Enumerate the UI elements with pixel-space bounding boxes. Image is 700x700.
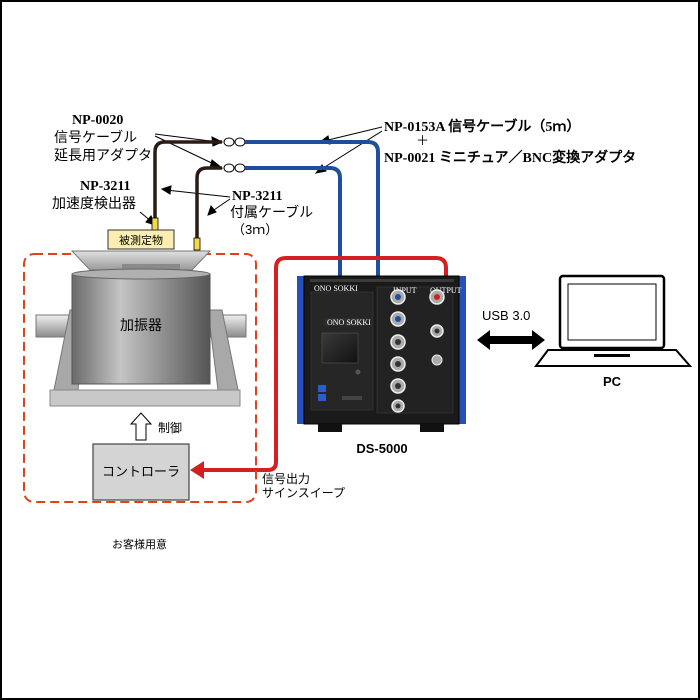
pc-label: PC — [603, 374, 622, 389]
np0020-line2-label: 延長用アダプタ — [54, 147, 152, 163]
device-output-label: OUTPUT — [430, 286, 462, 295]
signal-output-label: 信号出力 — [262, 472, 310, 486]
device-name-label: DS-5000 — [356, 441, 407, 456]
np3211-sensor-desc-label: 加速度検出器 — [52, 195, 136, 211]
red-arrow-left-icon — [190, 461, 204, 479]
controller-label: コントローラ — [102, 464, 180, 479]
np0153-label: NP-0153A 信号ケーブル（5ｍ） — [384, 118, 580, 135]
cable-connector — [193, 237, 201, 251]
test-object — [107, 229, 175, 250]
accelerometer-sensor — [151, 217, 159, 231]
shaker-assembly: 被測定物 加振器 — [35, 217, 247, 407]
sine-sweep-label: サインスイープ — [262, 486, 345, 500]
np0020-line1-label: 信号ケーブル — [54, 129, 137, 145]
shaker-label: 加振器 — [120, 317, 162, 333]
test-object-label: 被測定物 — [119, 233, 163, 247]
sensor-cables — [153, 140, 222, 240]
device-input-label: INPUT — [393, 286, 417, 295]
adapter-connectors — [223, 137, 246, 173]
ds5000-device: ONO SOKKI ONO SOKKI INPUT OUTPUT DS-5000 — [297, 275, 466, 456]
np3211-cable-model-label: NP-3211 — [232, 189, 283, 204]
double-arrow-icon — [477, 330, 545, 350]
customer-supplied-label: お客様用意 — [112, 537, 167, 551]
np0020-leader-lines — [154, 133, 224, 169]
np0021-label: NP-0021 ミニチュア／BNC変換アダプタ — [384, 149, 636, 166]
np3211-cable-line2-label: （3ｍ） — [232, 222, 278, 237]
output-ports — [429, 289, 445, 366]
np3211-sensor-model-label: NP-3211 — [80, 179, 131, 194]
controller: コントローラ — [92, 443, 190, 501]
device-brand-top: ONO SOKKI — [314, 284, 358, 293]
input-ports — [390, 289, 406, 413]
control-arrow: 制御 — [129, 412, 182, 441]
laptop-base — [534, 349, 693, 367]
usb-label: USB 3.0 — [482, 308, 530, 323]
device-brand-panel: ONO SOKKI — [327, 318, 371, 327]
device-screen — [321, 332, 359, 364]
np3211-cable-line1-label: 付属ケーブル — [230, 204, 313, 220]
pc-laptop: PC — [534, 274, 693, 389]
hollow-up-arrow-icon — [129, 412, 153, 441]
control-label: 制御 — [158, 420, 182, 435]
usb-link: USB 3.0 — [477, 308, 545, 350]
plus-label: ＋ — [416, 133, 429, 148]
np0020-model-label: NP-0020 — [72, 113, 123, 128]
